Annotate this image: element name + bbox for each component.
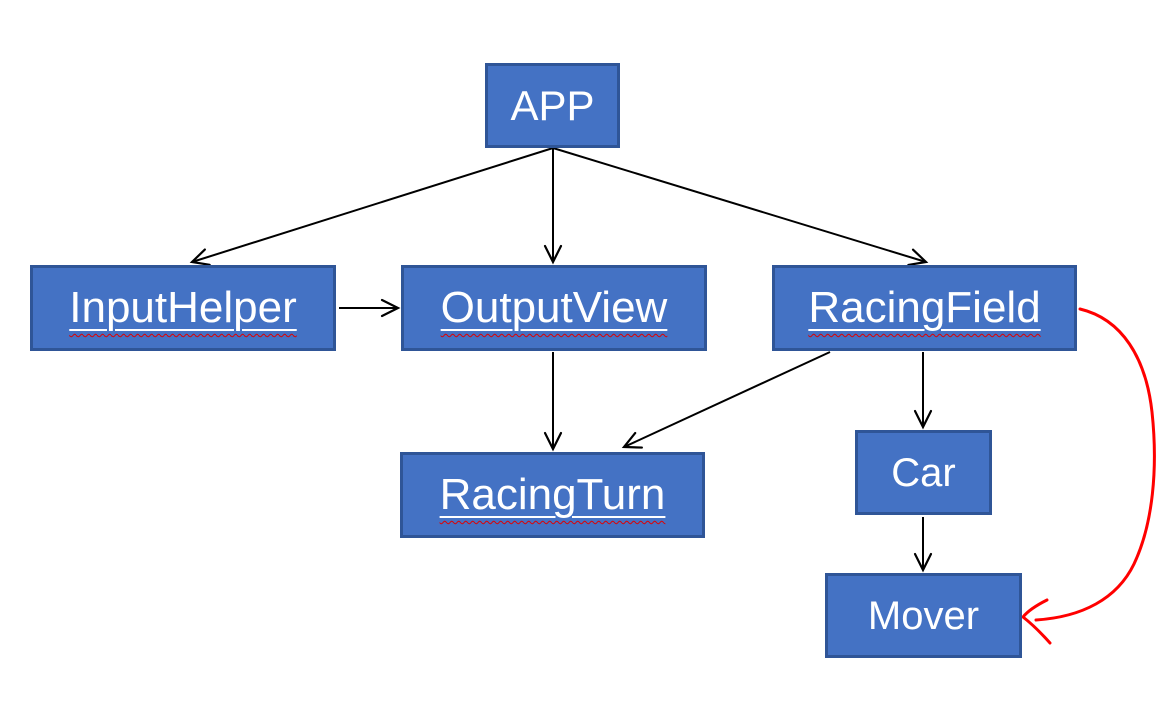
node-mover-label: Mover (867, 593, 980, 638)
edge-app-to-inputhelper (189, 147, 554, 266)
node-racingfield: RacingField (772, 265, 1077, 351)
node-racingturn-label: RacingTurn (440, 473, 666, 517)
node-app-label: APP (510, 81, 595, 129)
node-racingturn: RacingTurn (400, 452, 705, 538)
annotation-arrow-racingfield-to-mover (1034, 307, 1156, 622)
edge-app-to-racingfield (552, 147, 929, 267)
node-racingfield-text: RacingField (808, 283, 1041, 332)
node-car-label: Car (891, 450, 956, 495)
node-outputview: OutputView (401, 265, 707, 351)
edge-racingfield-to-racingturn (621, 351, 831, 449)
node-inputhelper-label: InputHelper (69, 286, 296, 330)
node-app: APP (485, 63, 620, 148)
annotation-arrowhead (1020, 598, 1052, 645)
node-racingfield-label: RacingField (808, 286, 1040, 330)
node-car: Car (855, 430, 992, 515)
node-outputview-text: OutputView (440, 283, 668, 332)
node-mover: Mover (825, 573, 1022, 658)
node-inputhelper: InputHelper (30, 265, 336, 351)
node-racingturn-text: RacingTurn (439, 470, 666, 519)
node-outputview-label: OutputView (441, 286, 668, 330)
node-inputhelper-text: InputHelper (69, 283, 297, 332)
